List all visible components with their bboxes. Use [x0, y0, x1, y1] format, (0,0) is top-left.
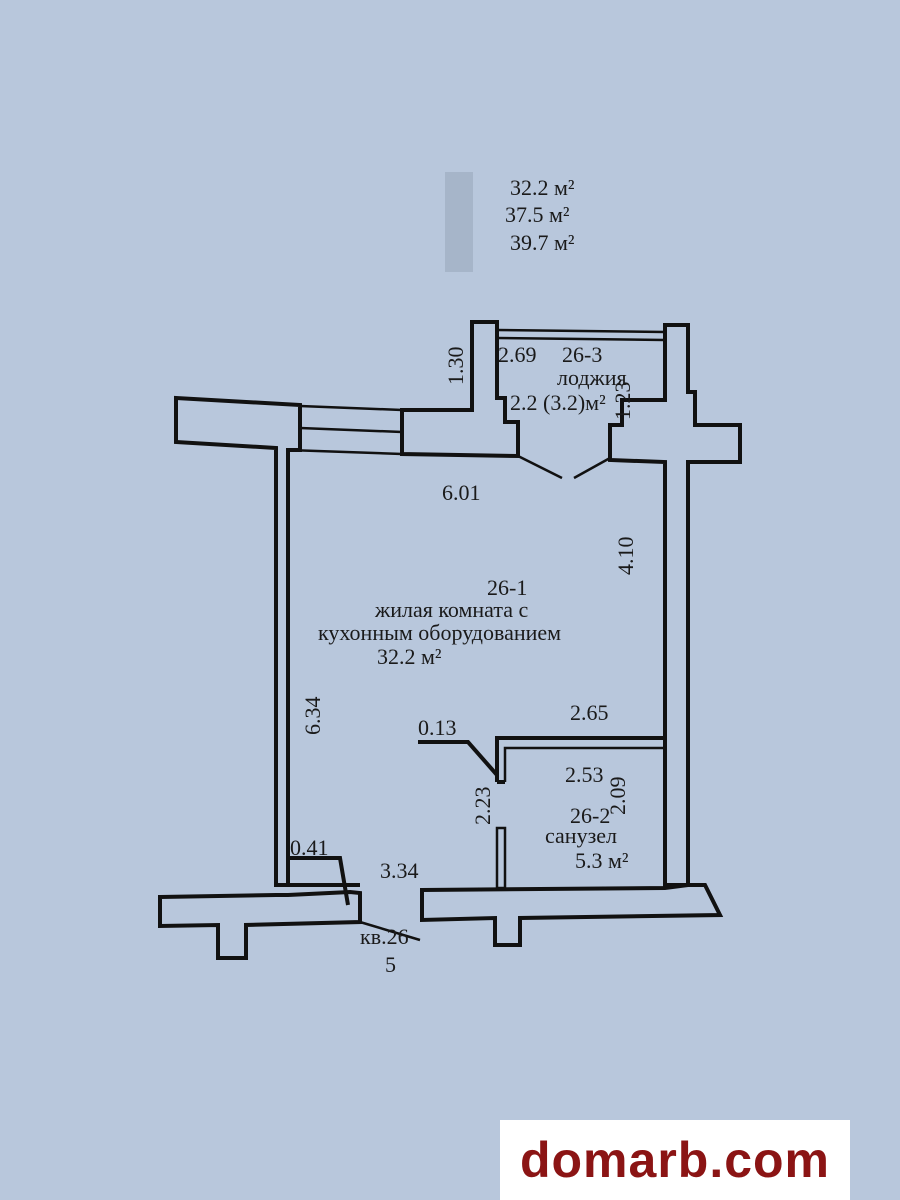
- total-with-loggia-summary: 39.7 м²: [510, 230, 575, 255]
- redaction-smudge: [445, 172, 473, 272]
- loggia-left-wall: [400, 320, 520, 459]
- loggia-left-dim: 1.30: [443, 347, 468, 386]
- loggia-area: 2.2 (3.2)м²: [510, 390, 606, 415]
- loggia-rail: [496, 328, 666, 334]
- bathroom-wall-inner: [503, 746, 665, 782]
- room-id: 26-1: [487, 575, 527, 600]
- loggia-width-dim: 2.69: [498, 342, 537, 367]
- living-area-summary: 32.2 м²: [510, 175, 575, 200]
- loggia-right-dim: 1.23: [610, 382, 635, 421]
- bathroom-door-jamb: [495, 826, 507, 890]
- room-top-dim: 6.01: [442, 480, 481, 505]
- bathroom-id: 26-2: [570, 803, 610, 828]
- bottom-left-wall: [158, 889, 362, 960]
- walls: [158, 320, 742, 960]
- floor-number: 5: [385, 952, 396, 977]
- window-line: [299, 426, 403, 434]
- entrance-wall-dim: 0.41: [290, 835, 329, 860]
- room-left-dim: 6.34: [300, 697, 325, 736]
- room-right-dim: 4.10: [613, 537, 638, 576]
- room-name-line2: кухонным оборудованием: [318, 620, 561, 645]
- room-name-line1: жилая комната с: [374, 597, 529, 622]
- bathroom-area: 5.3 м²: [575, 848, 629, 873]
- door-leaf: [573, 456, 611, 480]
- bathroom-wall: [495, 736, 665, 782]
- bathroom-name: санузел: [545, 823, 617, 848]
- leader-line: [290, 856, 350, 906]
- leader-line: [359, 920, 421, 942]
- watermark-text: domarb.com: [519, 1132, 831, 1188]
- window-line: [299, 404, 403, 412]
- bathroom-outer-dim: 2.65: [570, 700, 609, 725]
- watermark: domarb.com: [500, 1120, 850, 1200]
- total-area-summary: 37.5 м²: [505, 202, 570, 227]
- bathroom-right-dim: 2.09: [605, 777, 630, 816]
- window-line: [287, 448, 403, 456]
- bathroom-left-dim: 2.23: [470, 787, 495, 826]
- door-leaf: [517, 454, 563, 480]
- bottom-right-wall: [420, 883, 724, 947]
- bathroom-top-dim: 2.53: [565, 762, 604, 787]
- bathroom-wall-dim: 0.13: [418, 715, 457, 740]
- leader-line: [418, 740, 499, 777]
- loggia-name: лоджия: [557, 365, 627, 390]
- room-area: 32.2 м²: [377, 644, 442, 669]
- entrance-width-dim: 3.34: [380, 858, 419, 883]
- loggia-rail: [496, 336, 666, 342]
- loggia-id: 26-3: [562, 342, 602, 367]
- loggia-right-wall: [608, 323, 742, 887]
- apartment-number: кв.26: [360, 924, 409, 949]
- left-wall: [174, 395, 302, 887]
